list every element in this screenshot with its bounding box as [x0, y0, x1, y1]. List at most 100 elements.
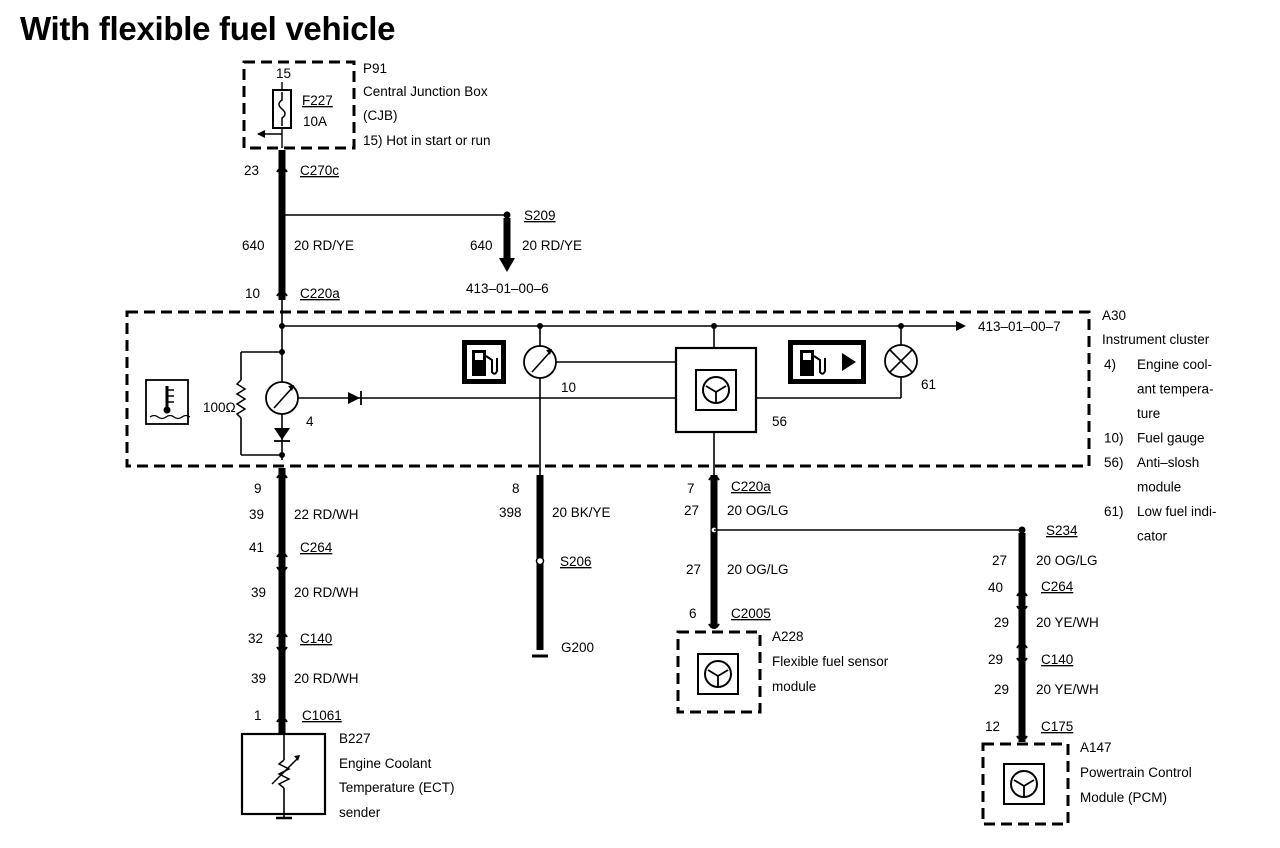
ect-wire2: 20 RD/WH	[294, 585, 359, 600]
diode-2-icon	[348, 392, 360, 404]
c270c-id: C270c	[300, 163, 339, 178]
diode-icon	[274, 428, 290, 440]
ffs-module-box	[676, 630, 762, 714]
ffs-wire2: 20 OG/LG	[727, 562, 789, 577]
pcm-circuit2: 29	[994, 615, 1009, 630]
feed-circuit: 640	[242, 238, 265, 253]
ect-circuit1: 39	[249, 507, 264, 522]
pcm-c264-id: C264	[1041, 579, 1074, 594]
s209-circuit: 640	[470, 238, 493, 253]
s209-branch: S209 640 20 RD/YE 413–01–00–6	[282, 208, 582, 296]
ect-c140-id: C140	[300, 631, 332, 646]
pcm-c140-id: C140	[1041, 652, 1073, 667]
legend-text-2-0: Anti–slosh	[1137, 455, 1199, 470]
ffs-module-name-2: module	[772, 679, 816, 694]
pcm-module-name-1: Powertrain Control	[1080, 765, 1192, 780]
s209-id: S209	[524, 208, 556, 223]
legend-text-0-0: Engine cool-	[1137, 357, 1212, 372]
pcm-c140-pin: 29	[988, 652, 1003, 667]
ffs-branch: 7 C220a 27 20 OG/LG 27 20 OG/LG 6 C2005 …	[676, 475, 889, 714]
pcm-module-name-2: Module (PCM)	[1080, 790, 1167, 805]
anti-slosh-module-icon	[695, 369, 737, 411]
s209-wire: 20 RD/YE	[522, 238, 582, 253]
fuse-element	[278, 92, 286, 126]
s209-ref: 413–01–00–6	[466, 281, 549, 296]
ffs-circuit1: 27	[684, 503, 699, 518]
ffs-circuit2: 27	[686, 562, 701, 577]
label-10: 10	[561, 380, 576, 395]
pcm-wire3: 20 YE/WH	[1036, 682, 1099, 697]
fuse-rating: 10A	[303, 114, 327, 129]
low-fuel-icon	[788, 340, 866, 384]
pcm-wire2: 20 YE/WH	[1036, 615, 1099, 630]
coolant-temperature-icon	[145, 379, 191, 425]
legend-text-3-1: cator	[1137, 529, 1168, 544]
ground-id: G200	[561, 640, 594, 655]
ground-branch: 8 398 20 BK/YE S206 G200	[499, 475, 611, 658]
resistor-100-ohm	[235, 379, 247, 419]
legend-number-1: 10)	[1104, 431, 1124, 446]
central-junction-box: 15 F227 10A P91 Central Junction Box (CJ…	[242, 60, 491, 150]
ground-wire: 20 BK/YE	[552, 505, 611, 520]
label-61: 61	[921, 377, 936, 392]
pcm-splice: S234	[1046, 523, 1078, 538]
ect-wire3: 20 RD/WH	[294, 671, 359, 686]
cluster-out-ref: 413–01–00–7	[978, 319, 1061, 334]
ect-c264-pin: 41	[249, 540, 264, 555]
fuse-id: F227	[302, 93, 333, 108]
c220a-top-pin: 10	[245, 286, 260, 301]
pcm-module-icon	[1003, 763, 1045, 805]
ect-c264-id: C264	[300, 540, 333, 555]
ffs-c2005-id: C2005	[731, 606, 771, 621]
ground-pin-cluster: 8	[512, 481, 520, 496]
instrument-cluster: 413–01–00–7 100Ω 4	[125, 300, 1217, 544]
ect-c1061-id: C1061	[302, 708, 342, 723]
cjb-ref: P91	[363, 61, 387, 76]
ect-sender-name-3: sender	[339, 805, 381, 820]
fuel-pump-icon	[462, 340, 506, 384]
cluster-name: Instrument cluster	[1102, 332, 1210, 347]
ect-wire1: 22 RD/WH	[294, 507, 359, 522]
ffs-module-name-1: Flexible fuel sensor	[772, 654, 889, 669]
pcm-circuit3: 29	[994, 682, 1009, 697]
ect-circuit3: 39	[251, 671, 266, 686]
page-title: With flexible fuel vehicle	[20, 10, 396, 47]
ffs-connector: C220a	[731, 479, 771, 494]
legend-text-1-0: Fuel gauge	[1137, 431, 1205, 446]
ffs-pin-cluster: 7	[687, 481, 695, 496]
ect-sender-ref: B227	[339, 731, 371, 746]
cjb-name-line1: Central Junction Box	[363, 84, 488, 99]
ect-c140-pin: 32	[248, 631, 263, 646]
pcm-c264-pin: 40	[988, 580, 1003, 595]
ffs-c2005-pin: 6	[689, 606, 697, 621]
pcm-c175-pin: 12	[985, 719, 1000, 734]
ground-splice: S206	[560, 554, 592, 569]
label-4: 4	[306, 414, 314, 429]
legend-number-3: 61)	[1104, 504, 1124, 519]
pcm-module-ref: A147	[1080, 740, 1112, 755]
cjb-note: 15) Hot in start or run	[363, 133, 491, 148]
legend-text-3-0: Low fuel indi-	[1137, 504, 1217, 519]
ect-branch: 9 39 22 RD/WH 41 C264 39 20 RD/WH 32 C14…	[240, 468, 455, 820]
pcm-c175-id: C175	[1041, 719, 1073, 734]
pcm-branch: S234 27 20 OG/LG 40 C264 29 20 YE/WH 29 …	[714, 523, 1192, 826]
legend-text-2-1: module	[1137, 480, 1181, 495]
c270c-pin: 23	[244, 163, 259, 178]
feed-wire-color: 20 RD/YE	[294, 238, 354, 253]
ffs-module-ref: A228	[772, 629, 804, 644]
ect-pin-cluster: 9	[254, 481, 262, 496]
cluster-ref: A30	[1102, 308, 1126, 323]
pcm-module-box	[981, 742, 1070, 826]
pcm-wire1: 20 OG/LG	[1036, 553, 1098, 568]
legend-number-2: 56)	[1104, 455, 1124, 470]
ect-sender-name-1: Engine Coolant	[339, 756, 432, 771]
thermistor-icon	[277, 759, 291, 789]
ect-circuit2: 39	[251, 585, 266, 600]
c220a-top-id: C220a	[300, 286, 340, 301]
legend-text-0-2: ture	[1137, 406, 1160, 421]
lamp-icon	[884, 344, 918, 378]
cjb-pin-15: 15	[276, 66, 291, 81]
ffs-module-icon	[697, 653, 739, 695]
